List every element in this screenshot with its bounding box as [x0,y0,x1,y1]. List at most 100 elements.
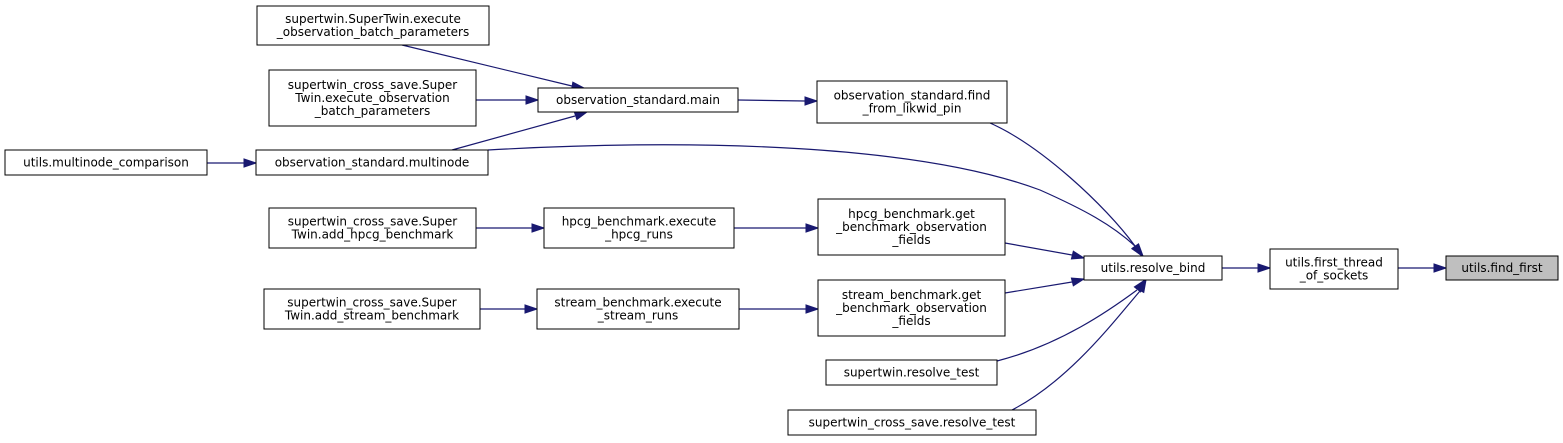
node-label: _hpcg_runs [604,228,673,242]
node-box [543,207,735,249]
node-resolve-bind[interactable]: utils.resolve_bind [1083,255,1223,281]
node-box [268,207,477,249]
edge-line [1004,281,1073,294]
edge-cs_add_stream-to-stream_exec [480,304,539,314]
edge-obs_multinode-to-resolve_bind [487,144,1143,258]
node-label: Twin.execute_observation [294,91,449,105]
node-box [4,149,208,176]
edge-resolve_bind-to-first_thread [1222,263,1272,273]
node-label: hpcg_benchmark.get [848,207,975,221]
node-find-first[interactable]: utils.find_first [1445,255,1559,281]
node-label: utils.find_first [1461,261,1543,275]
node-obs-multinode[interactable]: observation_standard.multinode [255,149,489,176]
node-box [825,359,998,386]
node-label: utils.first_thread [1285,256,1383,270]
arrowhead-icon [1257,263,1272,273]
node-box [268,69,477,127]
node-box [816,80,1008,124]
node-box [787,409,1037,436]
edge-line [737,99,806,102]
node-cs-add-hpcg[interactable]: supertwin_cross_save.SuperTwin.add_hpcg_… [268,207,477,249]
node-label: _of_sockets [1299,269,1369,283]
node-label: Twin.add_stream_benchmark [284,309,459,323]
edge-find_from_likwid_pin-to-resolve_bind [989,122,1144,258]
node-label: _batch_parameters [314,104,430,118]
node-exec-batch[interactable]: supertwin.SuperTwin.execute_observation_… [256,5,490,46]
node-box [817,279,1006,337]
edge-stream_get_fields-to-resolve_bind [1004,277,1086,294]
node-label: supertwin_cross_save.resolve_test [809,416,1016,430]
edges-layer [207,44,1448,411]
node-label: Twin.add_hpcg_benchmark [291,228,454,242]
edge-st_resolve_test-to-resolve_bind [996,278,1146,362]
node-obs-main[interactable]: observation_standard.main [537,87,739,113]
edge-cs_resolve_test-to-resolve_bind [1011,278,1147,411]
arrowhead-icon [531,223,546,233]
node-label: _fields [891,314,930,328]
arrowhead-icon [573,111,589,121]
node-label: supertwin_cross_save.Super [288,215,457,229]
node-first-thread[interactable]: utils.first_thread_of_sockets [1269,248,1399,290]
arrowhead-icon [1070,250,1086,260]
edge-cs_exec_batch-to-obs_main [476,95,540,105]
arrowhead-icon [524,304,539,314]
node-label: supertwin.SuperTwin.execute [285,12,461,26]
node-box [537,87,739,113]
arrowhead-icon [525,95,540,105]
edge-stream_exec-to-stream_get_fields [739,304,820,314]
edge-hpcg_get_fields-to-resolve_bind [1004,242,1086,260]
node-box [1083,255,1223,281]
node-label: stream_benchmark.get [842,288,982,302]
node-label: observation_standard.find [834,89,991,103]
edge-hpcg_exec-to-hpcg_get_fields [734,223,820,233]
node-label: observation_standard.multinode [275,156,470,170]
arrowhead-icon [1070,277,1086,287]
node-st-resolve-test[interactable]: supertwin.resolve_test [825,359,998,386]
node-cs-add-stream[interactable]: supertwin_cross_save.SuperTwin.add_strea… [263,288,481,330]
edge-line [451,115,576,151]
node-box [1269,248,1399,290]
node-box [817,198,1006,256]
node-find-from-likwid-pin[interactable]: observation_standard.find_from_likwid_pi… [816,80,1008,124]
edge-line [401,44,573,87]
arrowhead-icon [1433,263,1448,273]
edge-cs_add_hpcg-to-hpcg_exec [476,223,546,233]
node-label: _observation_batch_parameters [276,25,469,39]
arrowhead-icon [805,223,820,233]
node-box [1445,255,1559,281]
node-label: _fields [891,233,930,247]
node-label: hpcg_benchmark.execute [562,215,717,229]
node-label: _benchmark_observation [835,220,987,234]
node-label: observation_standard.main [556,93,720,107]
arrowhead-icon [1135,278,1147,294]
node-stream-exec[interactable]: stream_benchmark.execute_stream_runs [536,288,740,330]
node-label: supertwin.resolve_test [844,366,980,380]
node-label: stream_benchmark.execute [554,296,721,310]
arrowhead-icon [1130,243,1143,258]
edge-first_thread-to-find_first [1398,263,1448,273]
node-box [536,288,740,330]
node-multinode-comparison[interactable]: utils.multinode_comparison [4,149,208,176]
nodes-layer: utils.find_first utils.first_thread_of_so… [4,5,1559,436]
arrowhead-icon [805,304,820,314]
node-box [256,5,490,46]
node-hpcg-exec[interactable]: hpcg_benchmark.execute_hpcg_runs [543,207,735,249]
node-stream-get-fields[interactable]: stream_benchmark.get_benchmark_observati… [817,279,1006,337]
node-label: _stream_runs [597,309,678,323]
edge-line [989,122,1136,247]
node-box [255,149,489,176]
edge-line [1004,242,1073,256]
arrowhead-icon [243,158,258,168]
edge-line [1011,290,1141,411]
node-label: supertwin_cross_save.Super [287,296,456,310]
node-hpcg-get-fields[interactable]: hpcg_benchmark.get_benchmark_observation… [817,198,1006,256]
node-box [263,288,481,330]
node-cs-exec-batch[interactable]: supertwin_cross_save.SuperTwin.execute_o… [268,69,477,127]
node-label: _from_likwid_pin [862,102,962,116]
edge-multinode_comparison-to-obs_multinode [207,158,258,168]
node-label: utils.multinode_comparison [23,156,189,170]
edge-line [996,289,1138,362]
edge-obs_main-to-find_from_likwid_pin [737,96,819,106]
node-cs-resolve-test[interactable]: supertwin_cross_save.resolve_test [787,409,1037,436]
